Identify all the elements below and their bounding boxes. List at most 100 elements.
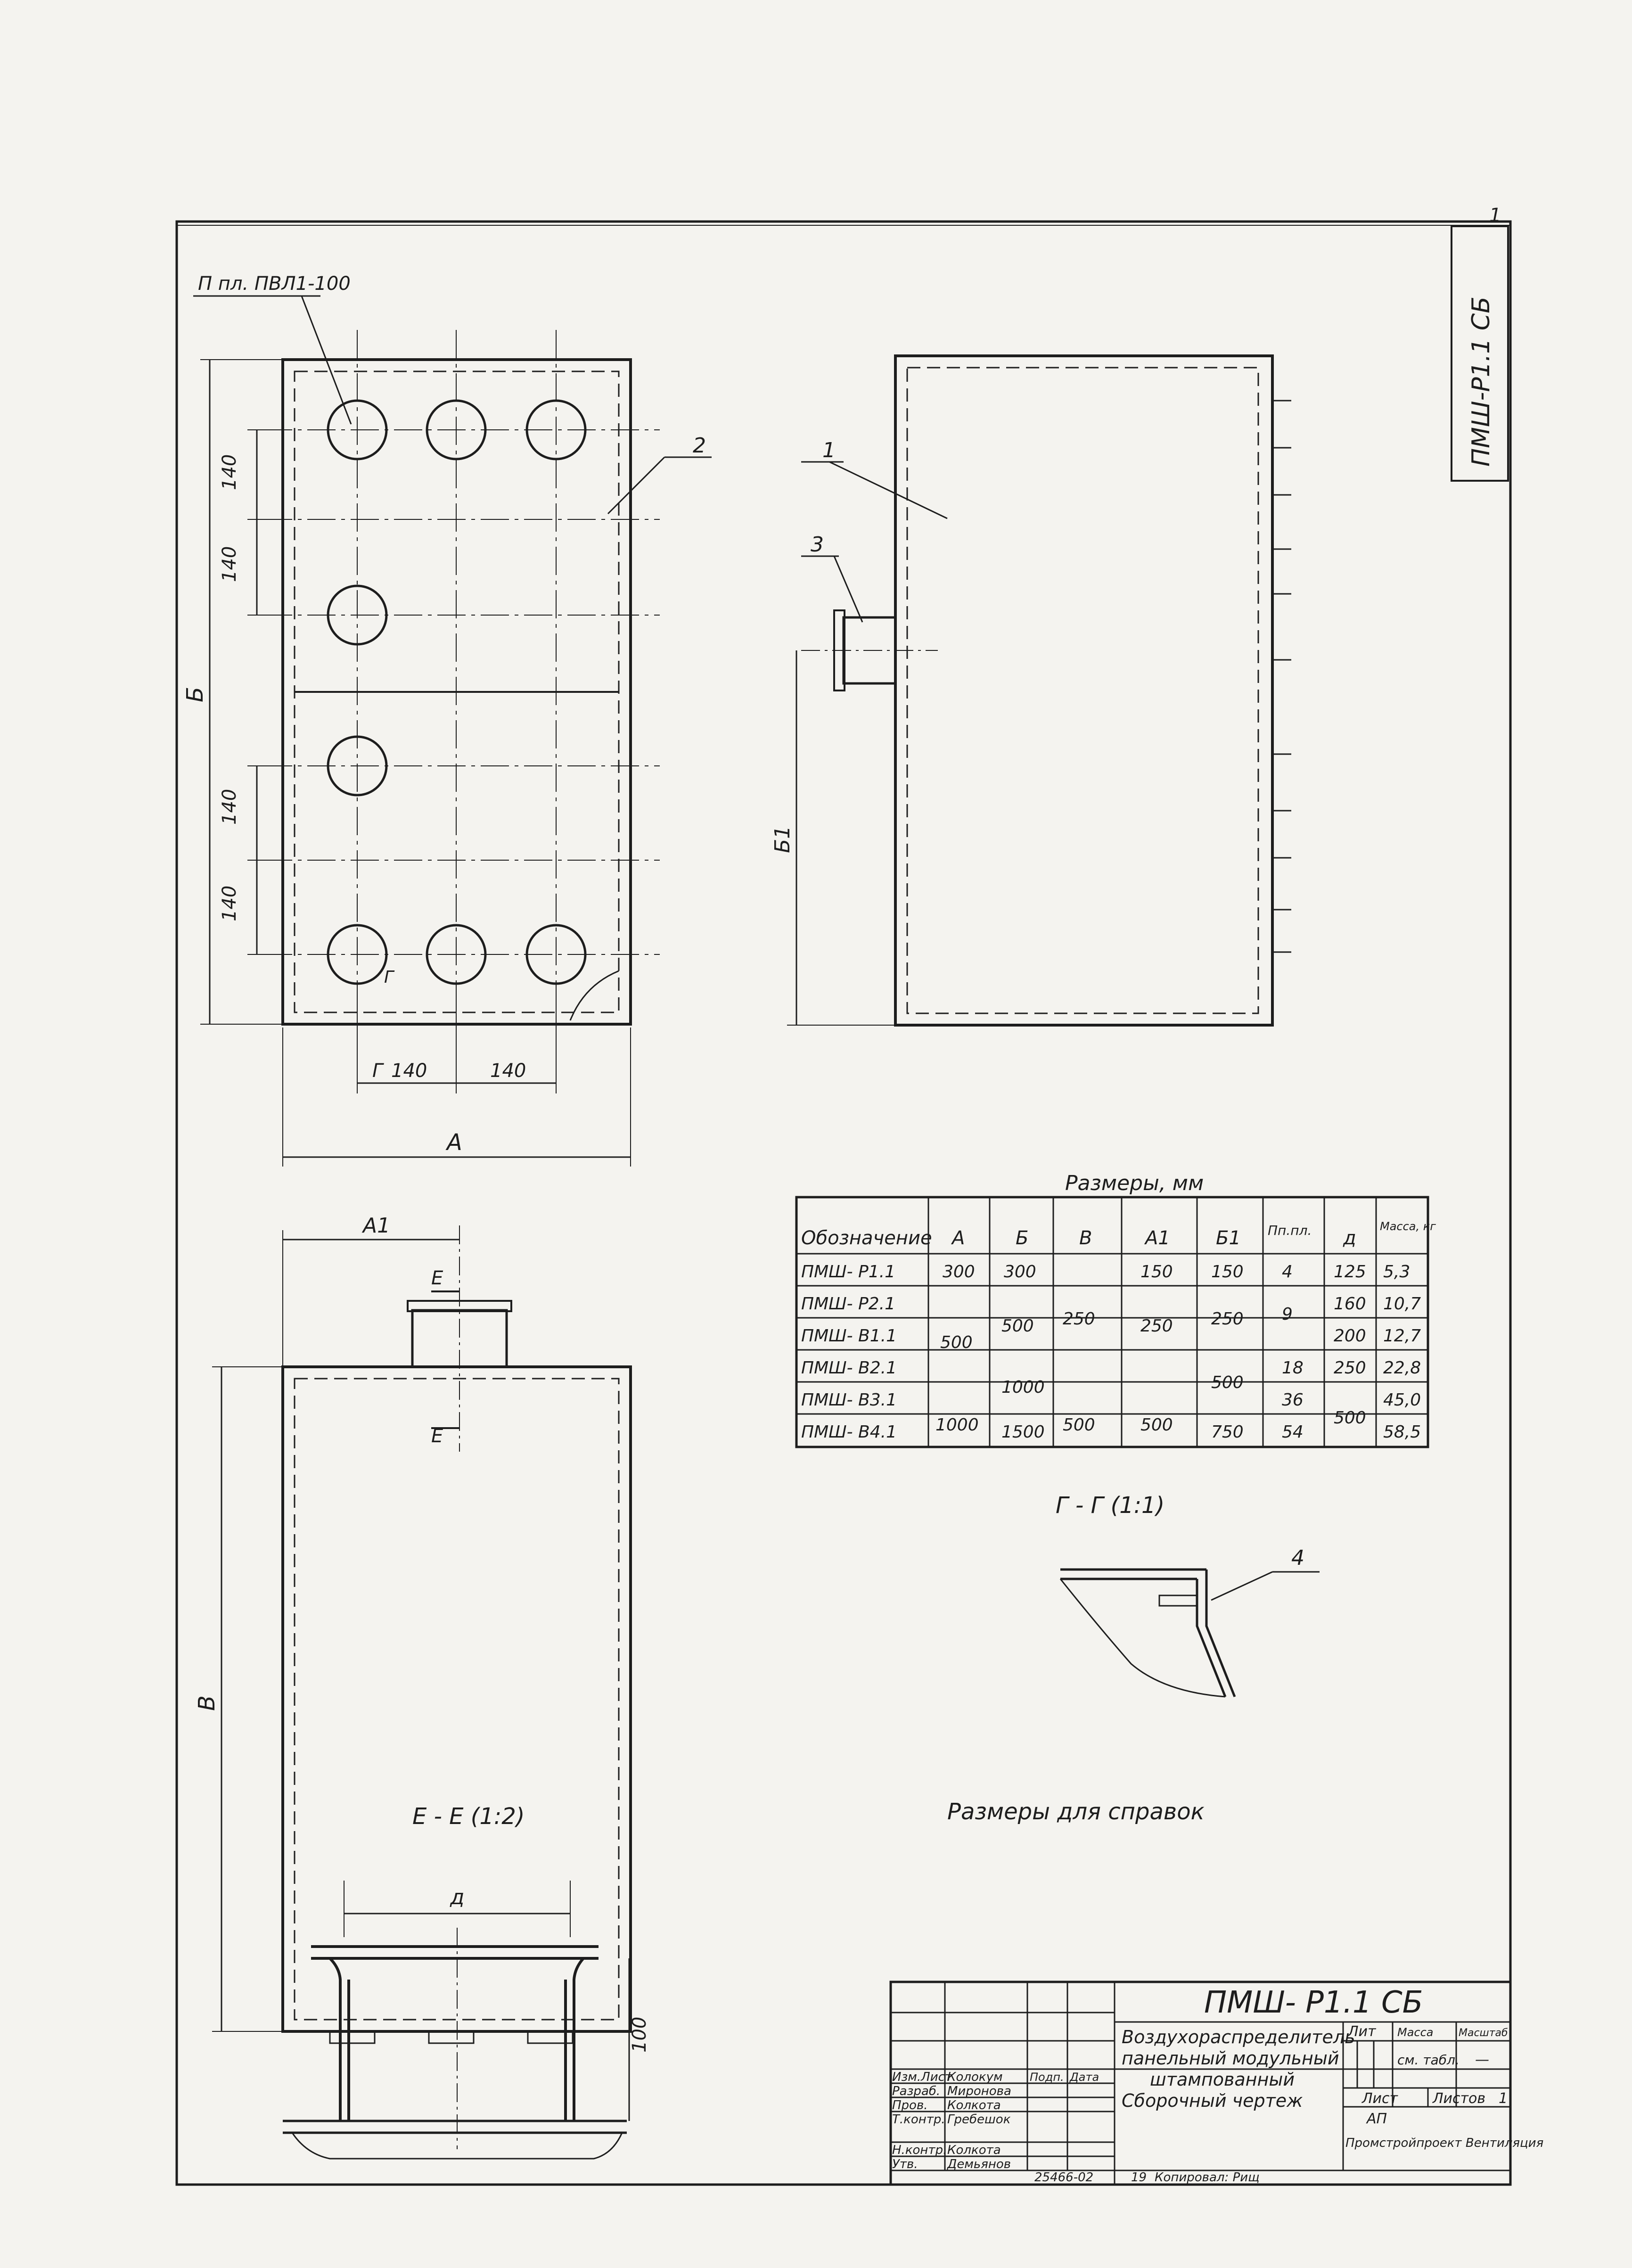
- section-gg-profile: [1060, 1568, 1236, 1697]
- svg-text:4: 4: [1282, 1262, 1293, 1282]
- side-part-body: 1: [822, 438, 836, 462]
- svg-text:150: 150: [1140, 1262, 1173, 1282]
- svg-text:Гребешок: Гребешок: [947, 2112, 1011, 2127]
- svg-text:Подп.: Подп.: [1030, 2071, 1064, 2084]
- title-signatures: Изм.Лист Колокум Подп. Дата Разраб. Миро…: [892, 2070, 1099, 2171]
- title-bottom-code: 25466-02: [1034, 2170, 1093, 2185]
- corner-mark: 1: [1489, 205, 1501, 226]
- title-sheets-value: 1: [1499, 2090, 1508, 2107]
- title-sheet-label: Лист: [1361, 2090, 1399, 2107]
- svg-text:500: 500: [1211, 1373, 1244, 1392]
- title-name-line-4: Сборочный чертеж: [1122, 2090, 1303, 2111]
- plan-vertical-dims: 140 140 140 140: [219, 429, 283, 955]
- svg-text:500: 500: [1001, 1316, 1034, 1336]
- th-d: д: [1343, 1227, 1356, 1249]
- title-name-line-2: панельный модульный: [1122, 2048, 1339, 2069]
- title-block: ПМШ- Р1.1 СБ Воздухораспределитель панел…: [889, 1980, 1543, 2186]
- dims-table-caption: Размеры, мм: [1065, 1171, 1204, 1195]
- section-gg: Г - Г (1:1) 4: [1056, 1492, 1320, 1698]
- svg-text:ПМШ- В2.1: ПМШ- В2.1: [801, 1358, 897, 1378]
- svg-text:22,8: 22,8: [1383, 1358, 1421, 1378]
- side-part-nozzle: 3: [811, 533, 824, 557]
- svg-text:Разраб.: Разраб.: [892, 2084, 940, 2098]
- section-gg-title: Г - Г (1:1): [1056, 1492, 1165, 1519]
- section-ee-profile: [311, 1945, 599, 2121]
- svg-text:ПМШ- В4.1: ПМШ- В4.1: [801, 1422, 897, 1442]
- svg-text:500: 500: [1140, 1415, 1173, 1435]
- front-bottom-tabs: [329, 2030, 574, 2044]
- title-sheets-label: Листов: [1432, 2090, 1485, 2107]
- side-dim-height: Б1: [771, 826, 795, 853]
- svg-text:Колкота: Колкота: [947, 2143, 1001, 2157]
- svg-text:ПМШ- В1.1: ПМШ- В1.1: [801, 1326, 897, 1346]
- title-mass-value: см. табл.: [1397, 2052, 1460, 2068]
- title-col-lit: Лит: [1347, 2023, 1377, 2040]
- svg-text:750: 750: [1211, 1422, 1244, 1442]
- svg-text:Н.контр.: Н.контр.: [892, 2143, 947, 2157]
- svg-text:200: 200: [1334, 1326, 1366, 1346]
- plan-dim-width: А: [445, 1129, 462, 1156]
- th-b1: Б1: [1216, 1227, 1241, 1249]
- front-section-mark-top: Е: [431, 1267, 443, 1289]
- sheet-frame: [175, 220, 1512, 2186]
- table-row: ПМШ- В2.1 18 250 22,8: [801, 1358, 1421, 1378]
- svg-text:1000: 1000: [935, 1415, 979, 1435]
- plan-section-mark-top: Г: [384, 968, 395, 987]
- reference-note: Размеры для справок: [947, 1799, 1205, 1825]
- th-mass: Масса, кг: [1380, 1220, 1436, 1233]
- th-designation: Обозначение: [801, 1227, 932, 1249]
- hole: [327, 399, 388, 460]
- svg-text:250: 250: [1140, 1316, 1173, 1336]
- section-ee-dim-diameter: д: [450, 1885, 464, 1909]
- svg-text:ПМШ- Р1.1: ПМШ- Р1.1: [801, 1262, 895, 1282]
- hole: [327, 584, 388, 646]
- front-inner-dash: [294, 1378, 620, 2021]
- svg-text:300: 300: [1004, 1262, 1036, 1282]
- plan-section-mark-bottom: Г: [372, 1060, 384, 1082]
- svg-text:Демьянов: Демьянов: [947, 2157, 1011, 2171]
- title-org: Промстройпроект Вентиляция: [1345, 2136, 1543, 2150]
- title-scale-value: —: [1475, 2052, 1489, 2068]
- svg-text:500: 500: [1334, 1408, 1366, 1428]
- dim-140-h1: 140: [391, 1060, 427, 1082]
- section-gg-part-label: 4: [1291, 1546, 1304, 1570]
- section-gg-break: [1059, 1578, 1226, 1698]
- svg-text:125: 125: [1334, 1262, 1366, 1282]
- side-flange-ticks: [1272, 400, 1291, 953]
- svg-text:250: 250: [1063, 1309, 1095, 1329]
- svg-text:150: 150: [1211, 1262, 1244, 1282]
- section-ee-wall-break: [291, 2132, 623, 2160]
- plan-callout-leader: [301, 296, 352, 425]
- dims-table: Размеры, мм Обозначение А Б В А1 Б1 Пп.п…: [795, 1171, 1436, 1448]
- svg-text:36: 36: [1282, 1390, 1304, 1410]
- svg-text:500: 500: [1063, 1415, 1095, 1435]
- corner-code-box: ПМШ-Р1.1 СБ 1: [1451, 205, 1509, 482]
- svg-text:ПМШ- В3.1: ПМШ- В3.1: [801, 1390, 897, 1410]
- svg-text:Миронова: Миронова: [947, 2084, 1011, 2098]
- title-bottom-num: 19: [1131, 2170, 1147, 2185]
- section-ee-title: Е - Е (1:2): [412, 1803, 525, 1830]
- corner-code-text: ПМШ-Р1.1 СБ: [1467, 296, 1495, 467]
- svg-text:250: 250: [1211, 1309, 1244, 1329]
- hole: [327, 924, 388, 985]
- title-doc-code: ПМШ- Р1.1 СБ: [1204, 1985, 1423, 2020]
- hole: [525, 924, 587, 985]
- dim-140-h2: 140: [490, 1060, 526, 1082]
- table-row: ПМШ- В3.1 1000 1000 500 500 500 36 500 4…: [801, 1373, 1421, 1435]
- table-row: ПМШ- В4.1 1500 750 54 58,5: [801, 1422, 1421, 1442]
- table-row: ПМШ- Р2.1 250 250 250 9 160 10,7: [801, 1294, 1421, 1336]
- hole: [426, 399, 487, 460]
- section-ee: Е - Е (1:2) д 100: [283, 1803, 650, 2160]
- plan-part-label: 2: [693, 434, 706, 458]
- front-dim-offset: А1: [361, 1214, 390, 1238]
- svg-text:9: 9: [1282, 1305, 1293, 1324]
- side-body-rect: [894, 354, 1274, 1027]
- title-name-line-3: штампованный: [1150, 2069, 1295, 2090]
- section-ee-base: [283, 2120, 627, 2134]
- th-pp: Пп.пл.: [1268, 1223, 1312, 1238]
- svg-text:Т.контр.: Т.контр.: [892, 2112, 945, 2127]
- title-name-line-1: Воздухораспределитель: [1122, 2027, 1355, 2047]
- front-dim-height: В: [194, 1695, 220, 1711]
- dim-140-v2: 140: [219, 546, 240, 582]
